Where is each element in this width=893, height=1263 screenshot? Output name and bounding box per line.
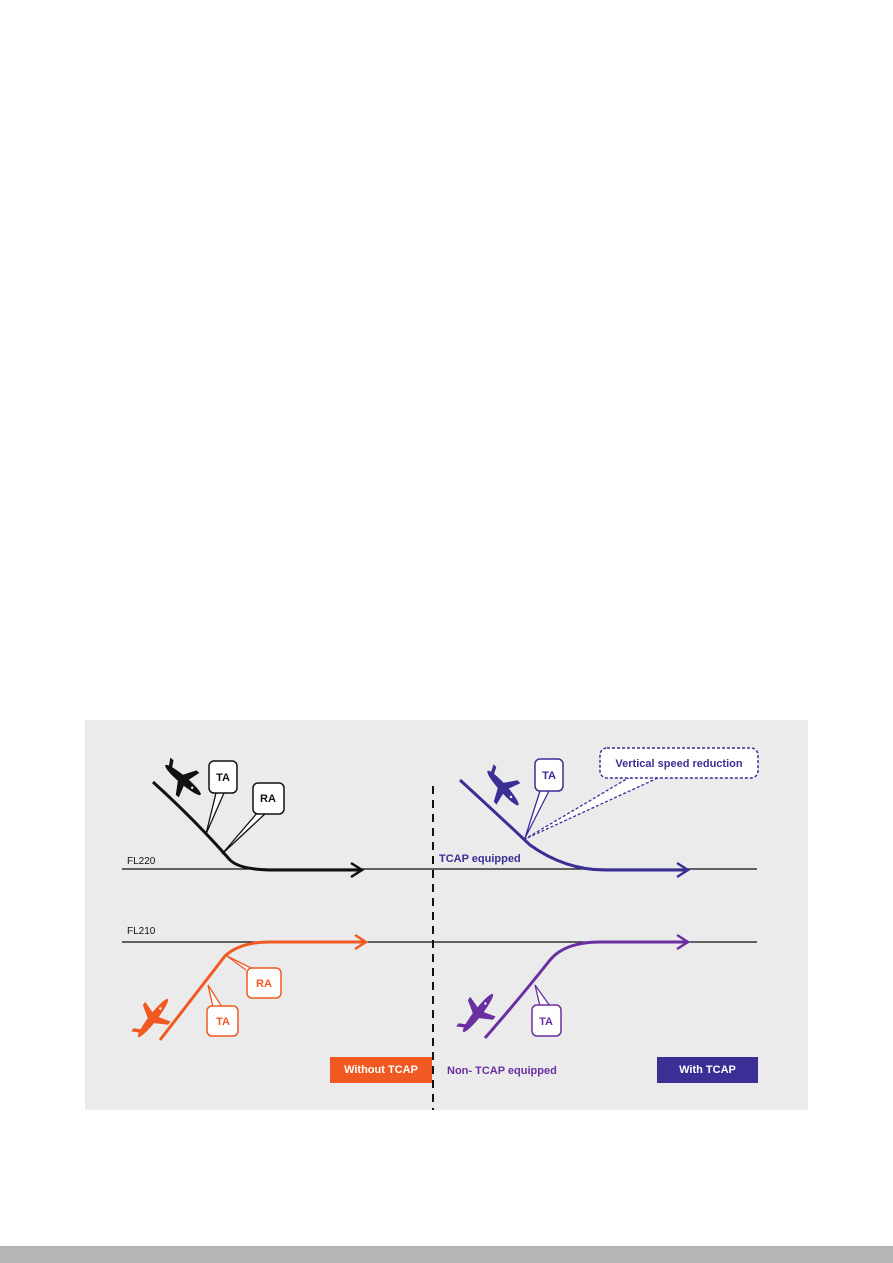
orange-climb-track bbox=[158, 940, 365, 1041]
diagram-canvas: FL220 FL210 TA RA RA bbox=[122, 747, 759, 1110]
orange-arrowhead-icon bbox=[354, 933, 369, 951]
fl220-label: FL220 bbox=[127, 856, 156, 867]
black-ta-pointer bbox=[205, 792, 225, 835]
orange-ta-bubble bbox=[206, 1005, 239, 1037]
fl210-label: FL210 bbox=[127, 926, 156, 937]
navy-airplane-icon bbox=[487, 764, 521, 806]
purple-ta-bubble bbox=[531, 1004, 562, 1037]
tcap-equipped-label: TCAP equipped bbox=[439, 853, 521, 865]
orange-ra-pointer bbox=[226, 955, 256, 971]
page-footer-bar bbox=[0, 1246, 893, 1263]
without-tcap-legend: Without TCAP bbox=[330, 1057, 432, 1083]
vsr-bubble bbox=[599, 747, 759, 779]
black-ra-pointer bbox=[221, 811, 268, 855]
navy-arrowhead-icon bbox=[676, 861, 691, 879]
vsr-label: Vertical speed reduction bbox=[615, 758, 742, 770]
black-ra-label: RA bbox=[260, 793, 276, 805]
purple-arrowhead-icon bbox=[676, 933, 691, 951]
black-airplane-icon bbox=[165, 757, 201, 798]
navy-descent-track bbox=[458, 778, 687, 872]
orange-airplane-icon bbox=[131, 998, 171, 1038]
orange-ta-label: TA bbox=[216, 1016, 230, 1028]
purple-ta-label: TA bbox=[539, 1016, 553, 1028]
black-ra-bubble bbox=[252, 782, 285, 815]
black-ta-bubble bbox=[208, 760, 238, 794]
navy-ta-label: TA bbox=[542, 770, 556, 782]
tcap-diagram: FL220 FL210 TA RA RA bbox=[85, 720, 808, 1110]
with-tcap-legend: With TCAP bbox=[657, 1057, 758, 1083]
orange-ra-label: RA bbox=[256, 978, 272, 990]
vsr-pointer bbox=[524, 776, 661, 840]
black-ta-label: TA bbox=[216, 772, 230, 784]
purple-climb-track bbox=[483, 940, 687, 1039]
orange-ta-pointer bbox=[207, 984, 223, 1008]
black-arrowhead-icon bbox=[350, 861, 365, 879]
navy-ta-pointer bbox=[524, 790, 550, 839]
navy-ta-bubble bbox=[534, 758, 564, 792]
purple-airplane-icon bbox=[456, 993, 496, 1033]
black-descent-track bbox=[151, 780, 360, 872]
purple-ta-pointer bbox=[534, 984, 551, 1007]
non-tcap-equipped-label: Non- TCAP equipped bbox=[447, 1065, 557, 1077]
orange-ra-bubble bbox=[246, 967, 282, 999]
